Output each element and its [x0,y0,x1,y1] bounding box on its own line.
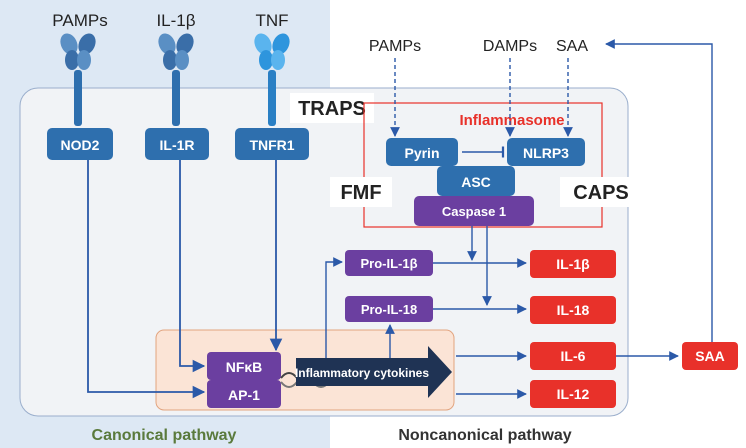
receptor-il1r-icon [158,33,194,126]
tnfr1-label: TNFR1 [249,137,294,153]
il18-box [530,296,616,324]
asc-box [437,166,515,196]
il1b-box [530,250,616,278]
il18-label: IL-18 [557,302,590,318]
nlrp3-label: NLRP3 [523,145,569,161]
receptor-tnfr1-icon [254,33,290,126]
ligand-tnf: TNF [255,11,288,30]
proil18-label: Pro-IL-18 [361,302,417,317]
il1b-label: IL-1β [556,256,590,272]
inflammasome-title: Inflammasome [459,112,564,129]
nlrp3-box [507,138,585,166]
il6-box [530,342,616,370]
ap1-label: AP-1 [228,387,260,403]
nfkb-label: NFκB [226,359,263,375]
caps-bg [560,177,642,207]
inflammasome-input-pamps: PAMPs [369,38,421,55]
traps-label: TRAPS [298,98,366,120]
il12-label: IL-12 [557,386,590,402]
cytokines-label: Inflammatory cytokines [295,366,429,380]
tnfr1-box [235,128,309,160]
caps-label: CAPS [573,182,629,204]
nod2-label: NOD2 [61,137,100,153]
inflammasome-input-saa: SAA [556,38,588,55]
fmf-label: FMF [340,182,381,204]
inflammasome-input-damps: DAMPs [483,38,537,55]
cytokine-arrow-shape [296,346,452,398]
proil18-box [345,296,433,322]
il1r-label: IL-1R [160,137,195,153]
inflammasome-frame [363,102,603,228]
ligand-pamps: PAMPs [52,11,107,30]
il6-label: IL-6 [561,348,586,364]
fmf-bg [330,177,392,207]
il12-box [530,380,616,408]
noncanonical-pathway-label: Noncanonical pathway [398,427,571,444]
caspase1-label: Caspase 1 [442,204,506,219]
saa-box [682,342,738,370]
il1r-box [145,128,209,160]
asc-label: ASC [461,174,491,190]
il1r-to-nfkb-arrow [179,160,206,373]
ligand-il1b: IL-1β [156,11,195,30]
cytokines-to-proil1b-arrow [325,257,343,358]
nfkb-box [207,352,281,380]
traps-bg [290,93,374,123]
pyrin-label: Pyrin [404,145,439,161]
saa-feedback-arrow [605,39,713,342]
saa-label: SAA [695,348,725,364]
ap1-box [207,380,281,408]
proil1b-label: Pro-IL-1β [360,256,417,271]
canonical-pathway-label: Canonical pathway [92,427,237,444]
receptor-nod2-icon [60,33,96,126]
proil1b-box [345,250,433,276]
pyrin-box [386,138,458,166]
caspase1-box [414,196,534,226]
nod2-box [47,128,113,160]
nod2-to-ap1-arrow [87,160,206,399]
